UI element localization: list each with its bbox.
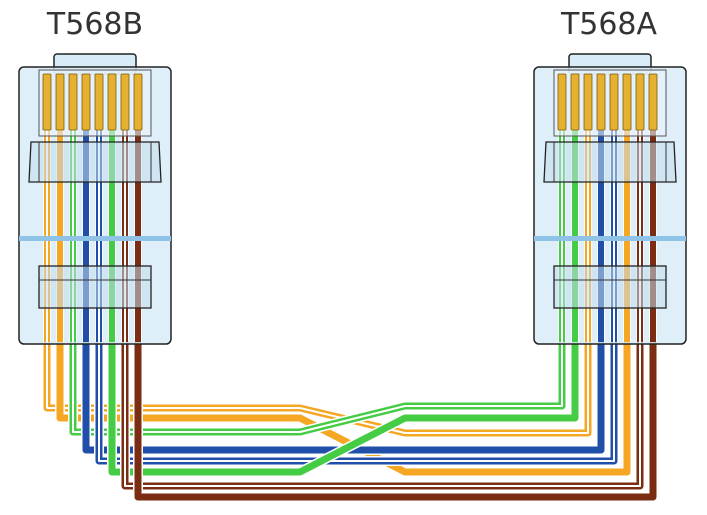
internal-wire-7 (636, 80, 644, 342)
internal-wire-3 (69, 80, 77, 342)
left-connector-label: T568B (46, 7, 143, 42)
load-bar (28, 141, 162, 183)
internal-wire-core (109, 80, 115, 342)
internal-wire-5 (95, 80, 103, 342)
contact-pin-4 (596, 73, 606, 131)
contact-pin-6 (107, 73, 117, 131)
internal-wire-core (135, 80, 141, 342)
wire-core (108, 75, 579, 476)
body-divider (534, 236, 686, 241)
internal-wire-4 (82, 80, 90, 342)
contact-pin-3 (583, 73, 593, 131)
internal-wire-2 (56, 80, 64, 342)
contact-pin-8 (133, 73, 143, 131)
contact-pin-4 (81, 73, 91, 131)
contact-pin-1 (42, 73, 52, 131)
internal-wire-stripe (72, 80, 74, 342)
internal-wire-6 (108, 80, 116, 342)
contact-pin-2 (570, 73, 580, 131)
contact-pin-3 (68, 73, 78, 131)
right-connector-t568a (533, 53, 687, 345)
internal-wire-2 (571, 80, 579, 342)
internal-wire-stripe (561, 80, 563, 342)
contact-pin-8 (648, 73, 658, 131)
left-connector-t568b (18, 53, 172, 345)
contact-pin-5 (94, 73, 104, 131)
internal-wire-core (83, 80, 89, 342)
internal-wire-5 (610, 80, 618, 342)
internal-wire-stripe (46, 80, 48, 342)
contact-pin-6 (622, 73, 632, 131)
wire-3 (68, 75, 567, 437)
internal-wire-3 (584, 80, 592, 342)
contact-pin-1 (557, 73, 567, 131)
internal-wire-stripe (639, 80, 641, 342)
load-bar (543, 141, 677, 183)
internal-wire-1 (558, 80, 566, 342)
internal-wire-core (650, 80, 656, 342)
internal-wire-7 (121, 80, 129, 342)
body-divider (19, 236, 171, 241)
internal-wire-stripe (613, 80, 615, 342)
internal-wire-stripe (587, 80, 589, 342)
contact-pin-5 (609, 73, 619, 131)
internal-wire-4 (597, 80, 605, 342)
internal-wire-stripe (98, 80, 100, 342)
wire-stripe (72, 75, 563, 433)
internal-wire-stripe (124, 80, 126, 342)
internal-wire-core (57, 80, 63, 342)
internal-wire-1 (43, 80, 51, 342)
crimp-block (553, 265, 667, 309)
contact-pin-7 (635, 73, 645, 131)
internal-wire-8 (134, 80, 142, 342)
crimp-block (38, 265, 152, 309)
internal-wire-6 (623, 80, 631, 342)
internal-wire-core (598, 80, 604, 342)
wire-6 (107, 75, 580, 477)
internal-wire-core (624, 80, 630, 342)
contact-pin-2 (55, 73, 65, 131)
contact-pin-7 (120, 73, 130, 131)
internal-wire-core (572, 80, 578, 342)
internal-wire-8 (649, 80, 657, 342)
right-connector-label: T568A (560, 7, 658, 42)
